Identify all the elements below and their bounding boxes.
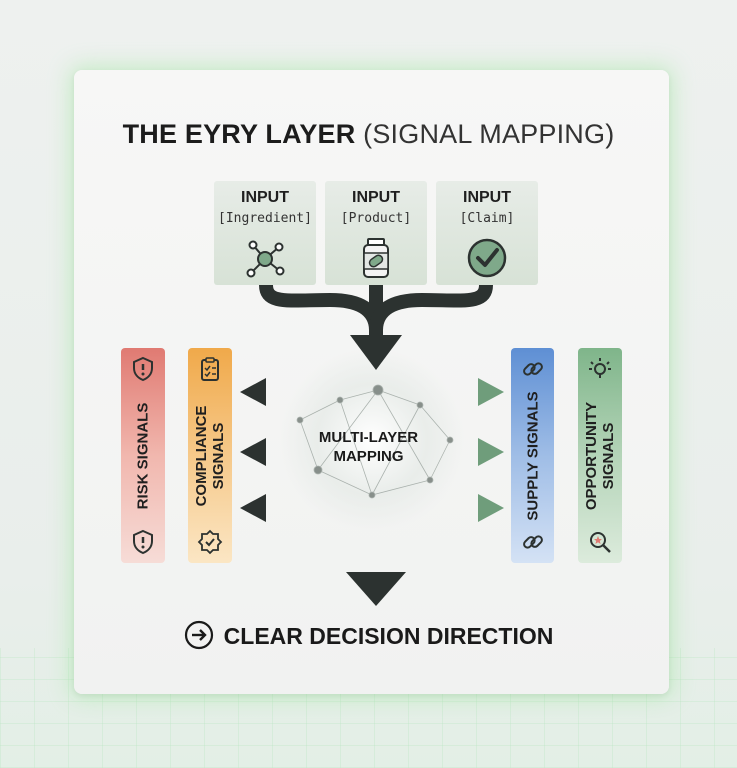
input-product: INPUT [Product] [325, 181, 427, 285]
left-arrows [240, 378, 330, 522]
shield-alert-icon [133, 529, 153, 555]
multi-layer-mapping-label: MULTI-LAYER MAPPING [0, 428, 737, 466]
badge-check-icon [197, 529, 223, 555]
input-arrowhead [350, 335, 402, 370]
decision-output: CLEAR DECISION DIRECTION [0, 620, 737, 650]
input-ingredient: INPUT [Ingredient] [214, 181, 316, 285]
risk-signals-pill: RISK SIGNALS [121, 348, 165, 563]
input-label: INPUT [352, 189, 400, 206]
clipboard-icon [201, 357, 219, 381]
lightbulb-icon [589, 358, 611, 378]
pill-bottle-icon [363, 238, 389, 278]
opportunity-signals-pill: OPPORTUNITY SIGNALS [578, 348, 622, 563]
link-icon [522, 535, 543, 549]
right-arrows [418, 378, 504, 522]
arrow-right-circle-icon [184, 620, 213, 650]
link-icon [522, 362, 543, 376]
molecule-icon [246, 240, 285, 278]
center-line1: MULTI-LAYER [318, 429, 419, 446]
input-type: [Product] [340, 211, 412, 226]
input-label: INPUT [241, 189, 289, 206]
output-arrowhead [346, 572, 406, 606]
input-merge-arrow [259, 284, 493, 335]
input-claim: INPUT [Claim] [436, 181, 538, 285]
check-circle-icon [467, 238, 507, 278]
center-line2: MAPPING [333, 448, 404, 465]
input-type: [Ingredient] [218, 211, 312, 226]
input-type: [Claim] [459, 211, 515, 226]
input-label: INPUT [463, 189, 511, 206]
decision-label: CLEAR DECISION DIRECTION [223, 623, 554, 649]
compliance-signals-pill: COMPLIANCE SIGNALS [188, 348, 232, 563]
shield-alert-icon [133, 356, 153, 382]
supply-signals-pill: SUPPLY SIGNALS [511, 348, 554, 563]
magnifier-star-icon [590, 532, 611, 553]
page-title: THE EYRY LAYER (SIGNAL MAPPING) [122, 119, 615, 149]
